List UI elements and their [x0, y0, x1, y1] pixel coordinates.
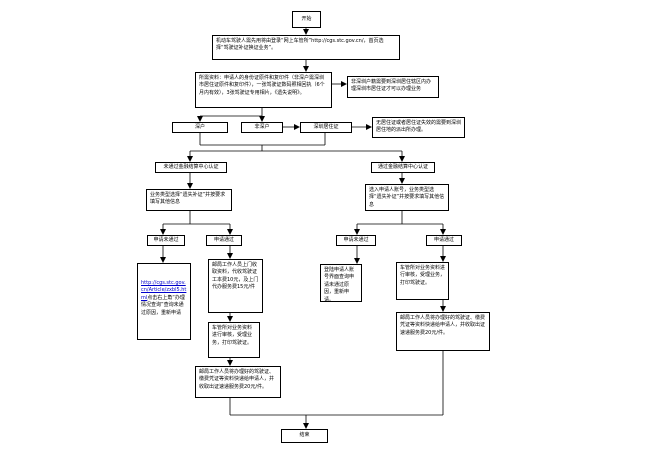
end-node: 结束: [281, 429, 328, 443]
post-deliver-right: 邮局工作人员将办理好的驾驶证、缴费凭证等资料快递给申请人，并收取出证速递服务费2…: [396, 312, 490, 351]
no-permit-note: 无居住证或者居住证失效的需要到深圳居住地的派出所办理。: [372, 117, 465, 138]
left-fail-result: 申请未通过: [147, 235, 185, 246]
dmv-review-left: 车管所对业务资料进行审核，受理业务，打印驾驶证。: [208, 322, 260, 358]
right-select-step: 选入申请人账号，业务类型选择“遗失补证”并按要求填写其他信息: [365, 184, 449, 211]
right-fail-result: 申请未通过: [336, 235, 376, 246]
query-link[interactable]: http://cgs.stc.gov.cn/Article/zxbl5.html: [141, 280, 187, 301]
permit-branch: 深圳居住证: [300, 122, 352, 133]
start-node: 开始: [292, 11, 321, 28]
left-fail-text: 点击右上角“办理情况查询”查询未通过原因，重新申请: [141, 294, 185, 316]
feishenhu-branch: 非深户: [241, 122, 283, 133]
nonlocal-note: 非深圳户籍需要到深圳居住辖区内办理深圳市居住证才可以办理业务: [347, 76, 439, 98]
left-select-step: 业务类型选择“遗失补证”并按要求填写其他信息: [146, 189, 232, 211]
shenhu-branch: 深户: [172, 122, 228, 133]
right-fail-detail: 登陆申请人账号界面查询申请未通过原因，重新申请。: [320, 264, 362, 303]
post-deliver-left: 邮局工作人员将办理好的驾驶证、缴费凭证等资料快递给申请人，并收取出证速递服务费2…: [195, 366, 281, 398]
left-pass-result: 申请通过: [206, 235, 242, 246]
right-pass-result: 申请通过: [426, 235, 462, 246]
materials-step: 所需资料：申请人的身份证原件和复印件（非深户需深圳市居住证原件和复印件），一张驾…: [195, 72, 332, 108]
bank-fail-box: 未通过金融结算中心认证: [155, 162, 227, 173]
left-fail-detail: http://cgs.stc.gov.cn/Article/zxbl5.html…: [137, 263, 191, 340]
dmv-review-right: 车管所对业务资料进行审核，受理业务，打印驾驶证。: [396, 262, 449, 300]
bank-pass-box: 通过金融结算中心认证: [371, 162, 435, 173]
intro-step: 机动车驾驶人需先用将由登录“网上车管所”http://cgs.stc.gov.c…: [212, 35, 400, 60]
post-collect-step: 邮局工作人员上门收取资料，代收驾驶证工本费10元，及上门代办服务费15元/件: [208, 259, 263, 313]
